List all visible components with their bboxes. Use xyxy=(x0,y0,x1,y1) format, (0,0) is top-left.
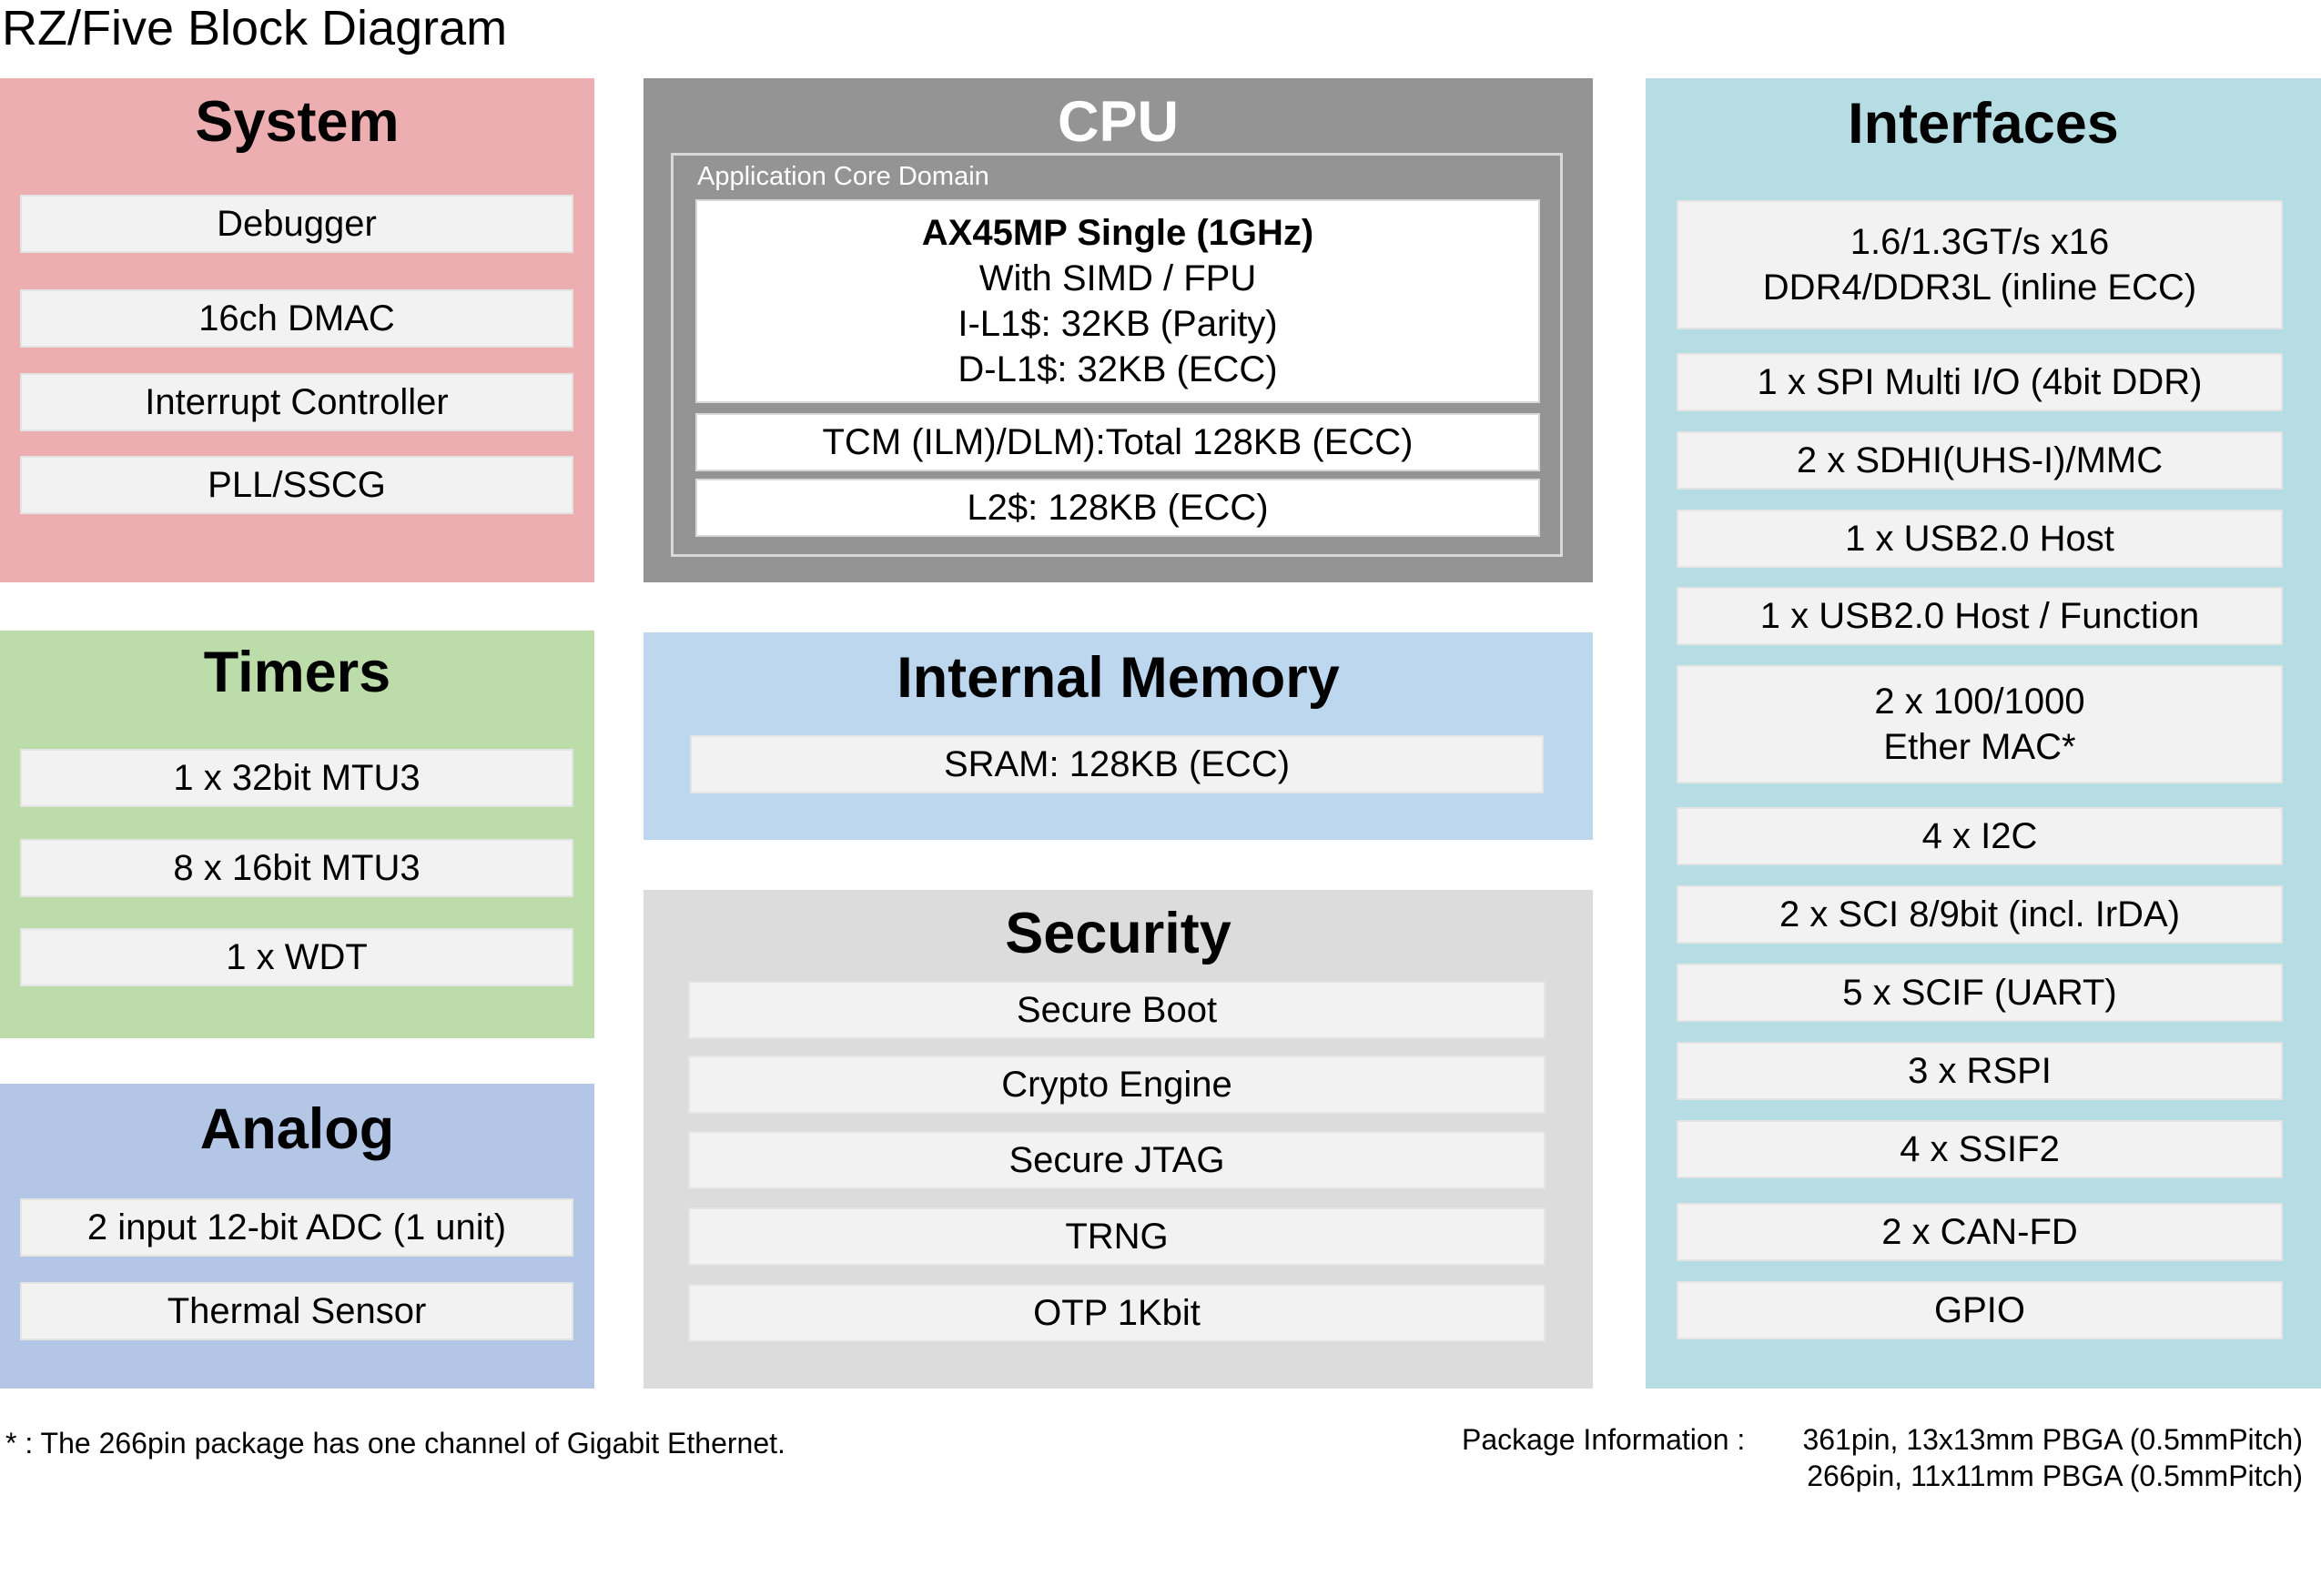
domain-label: Application Core Domain xyxy=(697,162,989,191)
interface-item-ether: 2 x 100/1000 Ether MAC* xyxy=(1677,665,2283,783)
interface-item-line: DDR4/DDR3L (inline ECC) xyxy=(1762,268,2197,308)
security-title: Security xyxy=(1005,902,1231,965)
memory-item-sram: SRAM: 128KB (ECC) xyxy=(690,735,1544,793)
timers-block: Timers 1 x 32bit MTU3 8 x 16bit MTU3 1 x… xyxy=(0,631,594,1038)
analog-title: Analog xyxy=(199,1097,395,1161)
system-title: System xyxy=(195,90,400,154)
interface-item-i2c: 4 x I2C xyxy=(1677,807,2283,865)
interface-item-line: 1.6/1.3GT/s x16 xyxy=(1850,222,2110,262)
interfaces-title: Interfaces xyxy=(1848,92,2119,156)
interfaces-block: Interfaces 1.6/1.3GT/s x16 DDR4/DDR3L (i… xyxy=(1646,78,2321,1389)
system-item-pll: PLL/SSCG xyxy=(20,456,573,514)
cpu-core-line: D-L1$: 32KB (ECC) xyxy=(958,349,1278,389)
interface-item-line: Ether MAC* xyxy=(1883,727,2076,767)
interface-item-scif: 5 x SCIF (UART) xyxy=(1677,964,2283,1022)
analog-item-thermal-sensor: Thermal Sensor xyxy=(20,1282,573,1340)
cpu-core-name: AX45MP Single (1GHz) xyxy=(921,213,1314,253)
internal-memory-block: Internal Memory SRAM: 128KB (ECC) xyxy=(644,632,1593,840)
analog-item-adc: 2 input 12-bit ADC (1 unit) xyxy=(20,1198,573,1257)
system-item-debugger: Debugger xyxy=(20,195,573,253)
interface-item-ddr: 1.6/1.3GT/s x16 DDR4/DDR3L (inline ECC) xyxy=(1677,200,2283,329)
footnote: * : The 266pin package has one channel o… xyxy=(5,1427,785,1460)
cpu-l2-cache: L2$: 128KB (ECC) xyxy=(695,479,1540,537)
internal-memory-title: Internal Memory xyxy=(897,646,1340,710)
security-item-secure-boot: Secure Boot xyxy=(688,981,1546,1039)
cpu-block: CPU Application Core Domain AX45MP Singl… xyxy=(644,78,1593,582)
interface-item-rspi: 3 x RSPI xyxy=(1677,1042,2283,1100)
interface-item-gpio: GPIO xyxy=(1677,1281,2283,1339)
security-item-crypto-engine: Crypto Engine xyxy=(688,1056,1546,1114)
system-item-interrupt-controller: Interrupt Controller xyxy=(20,373,573,431)
interface-item-ssif: 4 x SSIF2 xyxy=(1677,1120,2283,1178)
interface-item-usb-function: 1 x USB2.0 Host / Function xyxy=(1677,587,2283,645)
timer-item-mtu3-32bit: 1 x 32bit MTU3 xyxy=(20,749,573,807)
cpu-tcm: TCM (ILM)/DLM):Total 128KB (ECC) xyxy=(695,413,1540,471)
security-item-secure-jtag: Secure JTAG xyxy=(688,1131,1546,1189)
interface-item-line: 2 x 100/1000 xyxy=(1874,682,2085,722)
security-item-otp: OTP 1Kbit xyxy=(688,1284,1546,1342)
system-block: System Debugger 16ch DMAC Interrupt Cont… xyxy=(0,78,594,582)
interface-item-usb-host: 1 x USB2.0 Host xyxy=(1677,510,2283,568)
package-info-line: 266pin, 11x11mm PBGA (0.5mmPitch) xyxy=(1807,1460,2303,1492)
package-info-label: Package Information : xyxy=(1462,1423,1746,1456)
cpu-title: CPU xyxy=(1057,90,1179,154)
timer-item-mtu3-16bit: 8 x 16bit MTU3 xyxy=(20,839,573,897)
cpu-core-box: AX45MP Single (1GHz) With SIMD / FPU I-L… xyxy=(695,199,1540,403)
system-item-dmac: 16ch DMAC xyxy=(20,289,573,348)
interface-item-canfd: 2 x CAN-FD xyxy=(1677,1203,2283,1261)
page-title: RZ/Five Block Diagram xyxy=(2,1,508,56)
package-info-line: 361pin, 13x13mm PBGA (0.5mmPitch) xyxy=(1802,1423,2303,1456)
timer-item-wdt: 1 x WDT xyxy=(20,928,573,986)
interface-item-spi: 1 x SPI Multi I/O (4bit DDR) xyxy=(1677,353,2283,411)
security-item-trng: TRNG xyxy=(688,1207,1546,1266)
interface-item-sci: 2 x SCI 8/9bit (incl. IrDA) xyxy=(1677,885,2283,944)
security-block: Security Secure Boot Crypto Engine Secur… xyxy=(644,890,1593,1389)
interface-item-sdhi: 2 x SDHI(UHS-I)/MMC xyxy=(1677,431,2283,490)
cpu-core-line: With SIMD / FPU xyxy=(978,258,1257,298)
application-core-domain: Application Core Domain AX45MP Single (1… xyxy=(671,153,1563,557)
analog-block: Analog 2 input 12-bit ADC (1 unit) Therm… xyxy=(0,1084,594,1389)
cpu-core-line: I-L1$: 32KB (Parity) xyxy=(958,304,1278,344)
timers-title: Timers xyxy=(203,641,391,704)
